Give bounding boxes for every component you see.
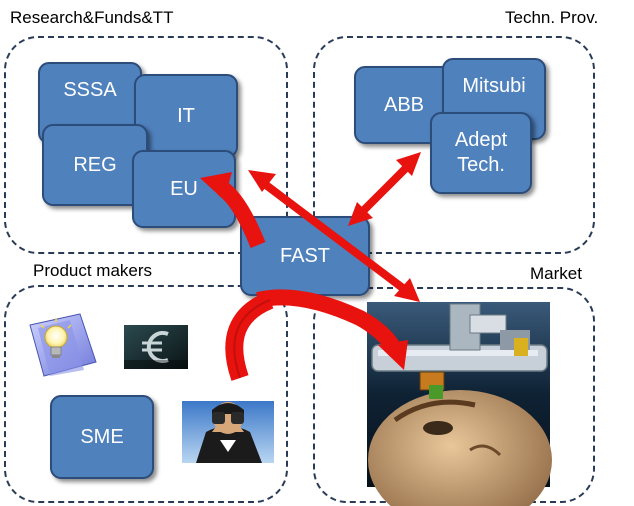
robot-head-image [367,302,552,506]
arrow-research-market [248,170,420,302]
box-adept: Adept Tech. [430,112,532,194]
box-fast: FAST [240,216,370,296]
binoculars-person-icon [182,401,274,463]
arrow-product-fast [225,291,274,381]
euro-icon [124,325,188,369]
quadrant-product-label: Product makers [33,261,153,280]
quadrant-research-label: Research&Funds&TT [10,8,174,27]
quadrant-tech [313,36,595,254]
connection-arrows [200,152,421,381]
lightbulb-document-icon [29,313,97,377]
arrow-fast-eu [200,172,266,248]
quadrant-market-label: Market [530,264,582,283]
arrow-fast-tech [348,152,421,226]
quadrant-tech-label: Techn. Prov. [505,8,599,27]
arrow-fast-market [256,289,408,370]
quadrant-research [4,36,288,254]
quadrant-product [4,285,288,503]
box-sme: SME [50,395,154,479]
box-adept-line1: Adept [454,129,508,151]
box-reg: REG [42,124,148,206]
box-adept-line2: Tech. [457,154,505,176]
